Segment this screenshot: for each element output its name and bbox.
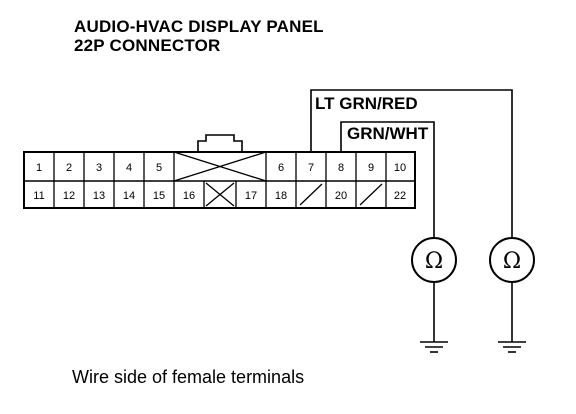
ohmmeter-2: Ω <box>489 237 535 353</box>
wire-label-grn-wht: GRN/WHT <box>347 124 429 143</box>
pin-label: 6 <box>278 162 284 174</box>
pin-label: 12 <box>63 190 75 202</box>
top-row-dividers <box>53 152 387 181</box>
top-empty-cavity <box>173 151 267 182</box>
wire-grn-wht <box>340 121 435 238</box>
diagram-caption: Wire side of female terminals <box>72 367 305 387</box>
pin-label: 2 <box>66 162 72 174</box>
pin-label: 4 <box>126 162 132 174</box>
bottom-row-pins: 11 12 13 14 15 16 17 18 20 22 <box>33 190 406 202</box>
pin-label: 9 <box>368 162 374 174</box>
pin-label: 13 <box>93 190 105 202</box>
connector-body <box>23 151 416 209</box>
pin-label: 22 <box>394 190 406 202</box>
diagram-title-line2: 22P CONNECTOR <box>74 36 221 55</box>
pin-label: 20 <box>335 190 347 202</box>
top-row-pins: 1 2 3 4 5 6 7 8 9 10 <box>36 162 406 174</box>
pin-label: 5 <box>156 162 162 174</box>
pin-label: 10 <box>394 162 406 174</box>
pin-label: 1 <box>36 162 42 174</box>
pin-label: 17 <box>245 190 257 202</box>
unused-terminal-19 <box>299 183 323 206</box>
unused-terminal-21 <box>359 183 383 206</box>
pin-label: 15 <box>153 190 165 202</box>
ohm-symbol: Ω <box>503 249 521 274</box>
pin-label: 3 <box>96 162 102 174</box>
wire-lt-grn-red <box>310 89 513 238</box>
ohmmeter-1: Ω <box>411 237 457 353</box>
pin-label: 18 <box>275 190 287 202</box>
pin-label: 7 <box>308 162 314 174</box>
pin-label: 11 <box>33 190 44 202</box>
pin-label: 16 <box>183 190 195 202</box>
pin-label: 8 <box>338 162 344 174</box>
bottom-row-dividers <box>53 181 387 208</box>
bottom-empty-cavity <box>205 182 235 207</box>
wire-label-lt-grn-red: LT GRN/RED <box>315 94 418 113</box>
diagram-title-line1: AUDIO-HVAC DISPLAY PANEL <box>74 17 324 36</box>
connector-latch <box>197 134 243 152</box>
pin-label: 14 <box>123 190 135 202</box>
ohm-symbol: Ω <box>425 249 443 274</box>
